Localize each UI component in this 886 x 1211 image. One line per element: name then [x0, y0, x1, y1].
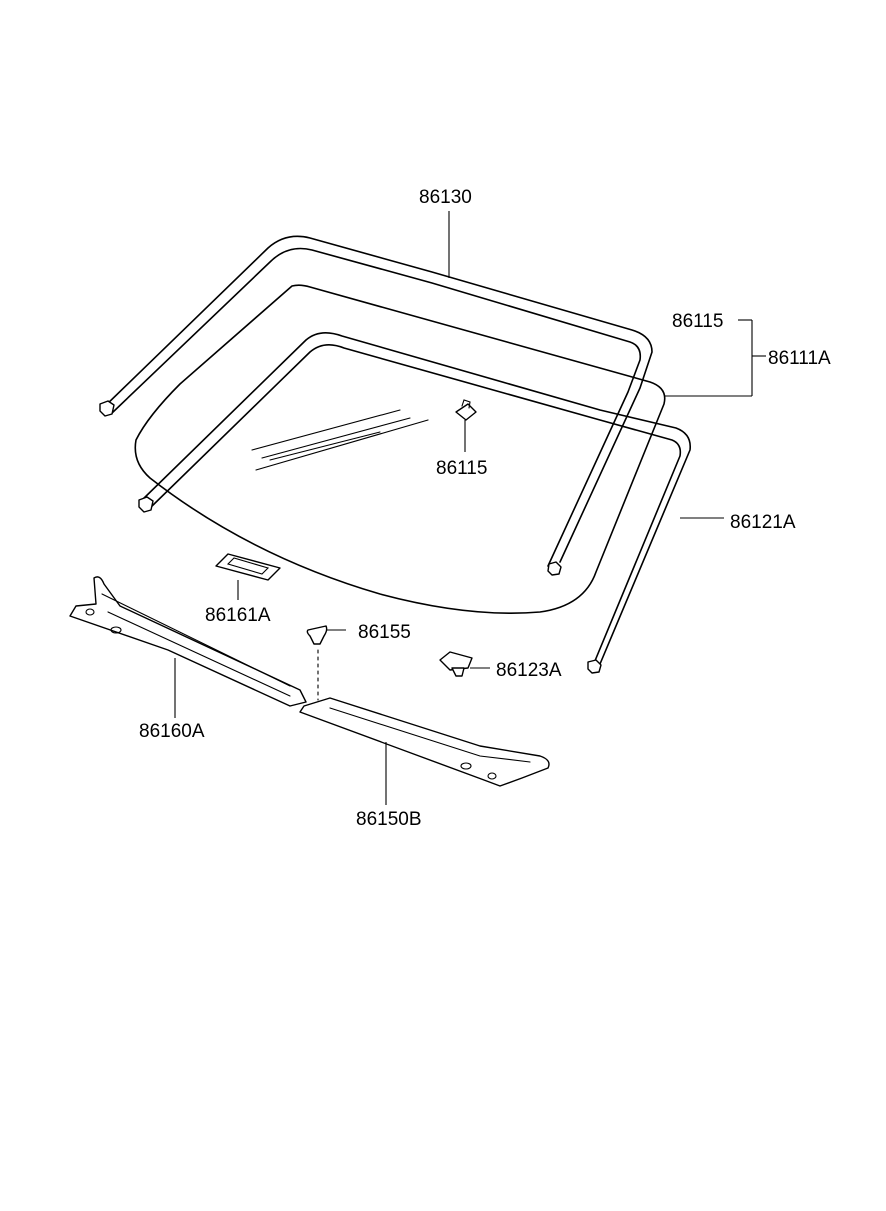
label-86115-clip: 86115	[436, 458, 487, 479]
side-molding-86121A	[138, 332, 692, 674]
upper-molding-86130	[99, 235, 653, 576]
label-86130: 86130	[419, 187, 472, 208]
windshield-glass-86111A	[134, 284, 666, 614]
label-86121A: 86121A	[730, 512, 796, 533]
label-86123A: 86123A	[496, 660, 562, 681]
label-86111A: 86111A	[768, 348, 831, 369]
label-86155: 86155	[358, 622, 411, 643]
cowl-panel-86150B	[299, 697, 550, 805]
clip-86115	[455, 399, 477, 452]
label-86150B: 86150B	[356, 809, 422, 830]
pad-86161A	[215, 553, 281, 600]
label-86115-top: 86115	[672, 311, 723, 332]
label-86161A: 86161A	[205, 605, 271, 626]
clip-86123A	[439, 651, 490, 677]
label-86160A: 86160A	[139, 721, 205, 742]
fastener-86155	[306, 625, 346, 701]
cowl-panel-86160A	[69, 576, 307, 718]
callout-leaders	[448, 211, 766, 519]
